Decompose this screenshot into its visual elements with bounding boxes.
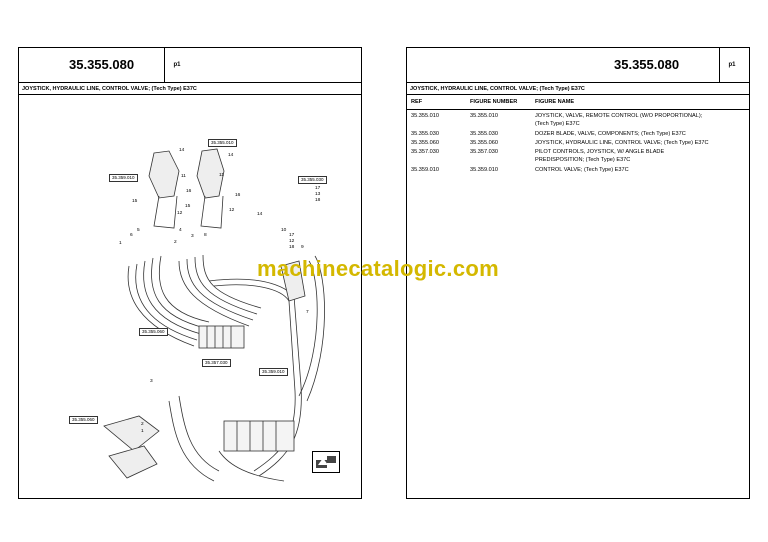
callout-ref[interactable]: 35.355.060: [69, 416, 98, 424]
part-number: 6: [130, 233, 133, 238]
part-number: 17: [289, 233, 295, 238]
part-number: 7: [306, 310, 309, 315]
row-figure-name-cont: PREDISPOSITION; (Tech Type) E37C: [535, 157, 631, 163]
row-figure-number[interactable]: 35.357.030: [470, 149, 498, 155]
part-number: 2: [174, 240, 177, 245]
part-number: 12: [229, 208, 235, 213]
part-number: 3: [150, 379, 153, 384]
header-divider: [407, 109, 749, 110]
callout-ref[interactable]: 35.355.060: [139, 328, 168, 336]
callout-ref[interactable]: 35.355.030: [298, 176, 327, 184]
row-ref[interactable]: 35.355.060: [411, 140, 439, 146]
part-number: 9: [301, 245, 304, 250]
row-ref[interactable]: 35.355.030: [411, 131, 439, 137]
part-number: 12: [289, 239, 295, 244]
callout-ref[interactable]: 35.359.010: [109, 174, 138, 182]
part-number: 17: [315, 186, 321, 191]
row-figure-number[interactable]: 35.359.010: [470, 167, 498, 173]
row-figure-name[interactable]: JOYSTICK, VALVE, REMOTE CONTROL (W/O PRO…: [535, 113, 703, 119]
part-number: 11: [219, 173, 224, 178]
row-figure-number[interactable]: 35.355.060: [470, 140, 498, 146]
right-header: 35.355.080 p1: [407, 48, 749, 83]
row-figure-name[interactable]: JOYSTICK, HYDRAULIC LINE, CONTROL VALVE;…: [535, 140, 709, 146]
part-number: 13: [315, 192, 321, 197]
row-figure-number[interactable]: 35.355.030: [470, 131, 498, 137]
row-ref[interactable]: 35.359.010: [411, 167, 439, 173]
part-number: 16: [235, 193, 241, 198]
header-figure-number: FIGURE NUMBER: [470, 99, 518, 105]
left-header: 35.355.080 p1: [19, 48, 361, 83]
row-ref[interactable]: 35.357.030: [411, 149, 439, 155]
right-panel: 35.355.080 p1 JOYSTICK, HYDRAULIC LINE, …: [406, 47, 750, 499]
part-number: 18: [289, 245, 295, 250]
part-number: 5: [137, 228, 140, 233]
part-number: 10: [281, 228, 287, 233]
left-page-number: p1: [164, 48, 189, 82]
right-title: JOYSTICK, HYDRAULIC LINE, CONTROL VALVE;…: [407, 83, 749, 95]
right-page-number: p1: [719, 48, 744, 82]
row-figure-name[interactable]: DOZER BLADE, VALVE, COMPONENTS; (Tech Ty…: [535, 131, 686, 137]
part-number: 15: [185, 204, 191, 209]
callout-ref[interactable]: 35.355.010: [208, 139, 237, 147]
row-figure-number[interactable]: 35.355.010: [470, 113, 498, 119]
part-number: 14: [228, 153, 234, 158]
part-number: 15: [132, 199, 138, 204]
row-figure-name[interactable]: CONTROL VALVE; (Tech Type) E37C: [535, 167, 629, 173]
left-code: 35.355.080: [69, 57, 135, 72]
part-number: 18: [315, 198, 321, 203]
part-number: 1: [141, 429, 144, 434]
row-ref[interactable]: 35.355.010: [411, 113, 439, 119]
part-number: 1: [119, 241, 122, 246]
part-number: 8: [204, 233, 207, 238]
navigation-icon[interactable]: [312, 451, 340, 473]
part-number: 12: [177, 211, 183, 216]
part-number: 3: [191, 234, 194, 239]
watermark: machinecatalogic.com: [257, 256, 499, 281]
header-figure-name: FIGURE NAME: [535, 99, 575, 105]
part-number: 2: [141, 422, 144, 427]
callout-ref[interactable]: 35.357.030: [202, 359, 231, 367]
part-number: 16: [186, 189, 192, 194]
left-panel: 35.355.080 p1 JOYSTICK, HYDRAULIC LINE, …: [18, 47, 362, 499]
part-number: 14: [257, 212, 263, 217]
part-number: 11: [181, 174, 186, 179]
row-figure-name-cont: (Tech Type) E37C: [535, 121, 580, 127]
right-code: 35.355.080: [614, 57, 680, 72]
hydraulic-diagram: [103, 148, 325, 482]
header-ref: REF: [411, 99, 423, 105]
left-title: JOYSTICK, HYDRAULIC LINE, CONTROL VALVE;…: [19, 83, 361, 95]
callout-ref[interactable]: 35.359.010: [259, 368, 288, 376]
part-number: 4: [179, 228, 182, 233]
row-figure-name[interactable]: PILOT CONTROLS, JOYSTICK, W/ ANGLE BLADE: [535, 149, 665, 155]
part-number: 14: [179, 148, 185, 153]
